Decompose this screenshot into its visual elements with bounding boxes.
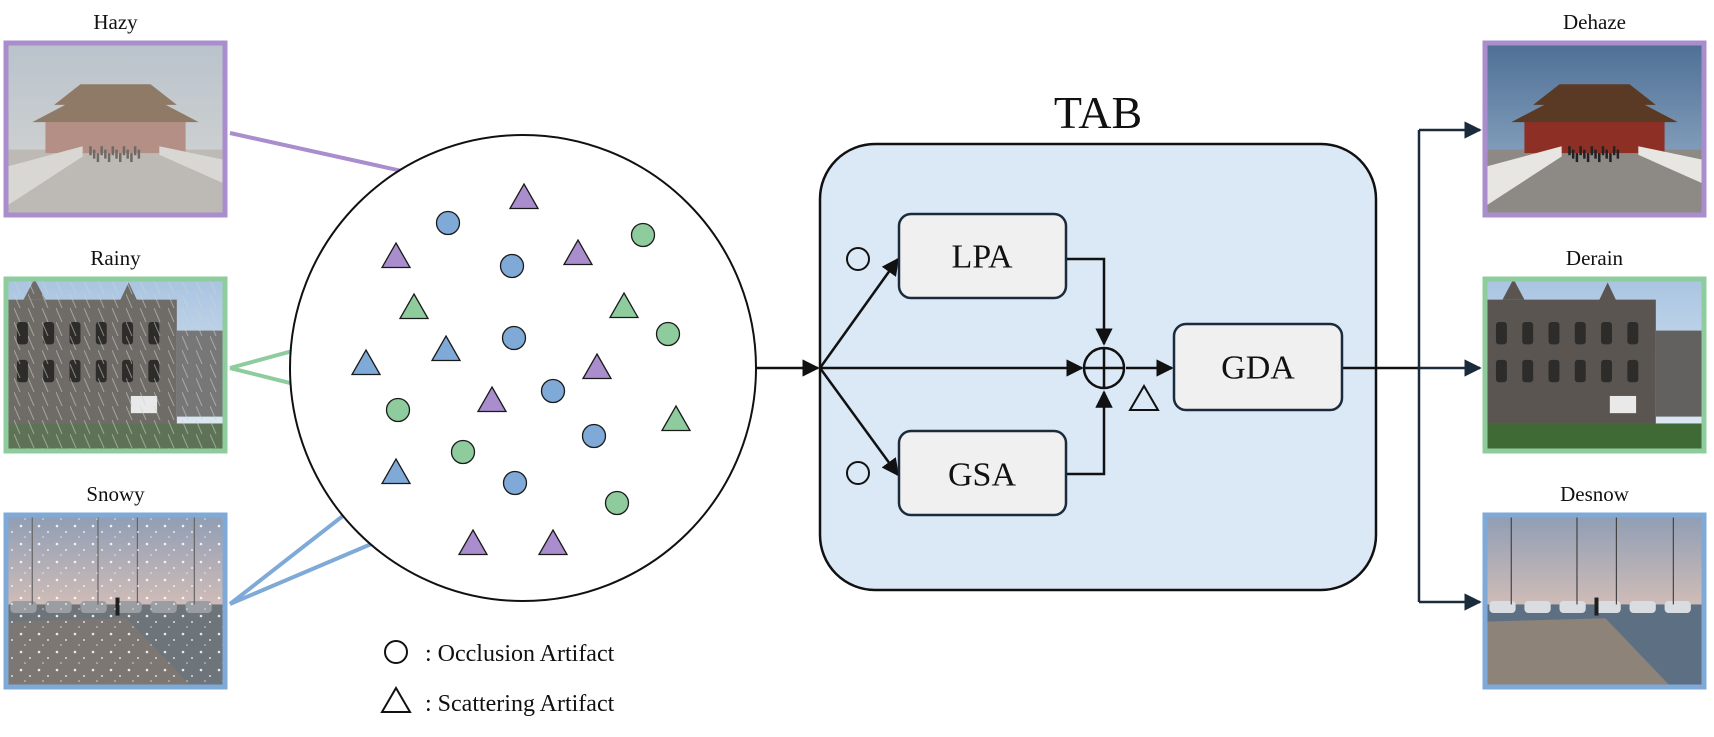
output-desnow-image xyxy=(1485,515,1704,687)
gda-module: GDA xyxy=(1172,322,1344,412)
gda-scattering-marker xyxy=(1128,384,1160,411)
occlusion-artifact-green-18 xyxy=(450,439,476,465)
scattering-artifact-purple-12 xyxy=(581,352,613,380)
occlusion-artifact-green-15 xyxy=(385,397,411,423)
input-hazy-frame xyxy=(3,40,228,218)
occlusion-artifact-blue-1 xyxy=(435,210,461,236)
occlusion-artifact-blue-17 xyxy=(581,423,607,449)
add-node xyxy=(1082,346,1126,390)
occlusion-artifact-green-5 xyxy=(630,222,656,248)
lpa-module: LPA xyxy=(897,212,1068,300)
scattering-artifact-blue-19 xyxy=(380,457,412,485)
output-desnow-frame xyxy=(1482,512,1707,690)
scattering-legend-icon xyxy=(380,686,412,713)
scattering-artifact-purple-2 xyxy=(380,241,412,269)
scattering-artifact-purple-22 xyxy=(457,528,489,556)
input-rainy-image-panel: Rainy xyxy=(3,246,228,454)
input-snowy-image xyxy=(6,515,225,687)
gda-label: GDA xyxy=(1221,350,1295,387)
output-split-arrows xyxy=(1417,121,1482,611)
input-hazy-image-panel: Hazy xyxy=(3,10,228,218)
output-dehaze-frame xyxy=(1482,40,1707,218)
output-dehaze-image xyxy=(1485,43,1704,215)
scattering-legend-text: : Scattering Artifact xyxy=(425,691,615,717)
artifact-symbols xyxy=(350,182,692,556)
legend: : Occlusion Artifact : Scattering Artifa… xyxy=(380,640,615,717)
scattering-artifact-green-16 xyxy=(660,404,692,432)
tab-title: TAB xyxy=(1054,87,1142,138)
output-desnow-image-panel: Desnow xyxy=(1482,482,1707,690)
input-hazy-image xyxy=(6,43,225,215)
input-hazy-label: Hazy xyxy=(93,10,138,34)
scattering-artifact-blue-10 xyxy=(430,334,462,362)
occlusion-artifact-blue-3 xyxy=(499,253,525,279)
input-rainy-label: Rainy xyxy=(90,246,141,270)
split-to-lpa-arrow xyxy=(818,257,900,369)
scattering-artifact-blue-9 xyxy=(350,348,382,376)
occlusion-artifact-green-21 xyxy=(604,490,630,516)
gsa-module: GSA xyxy=(897,429,1068,517)
scattering-artifact-green-8 xyxy=(608,291,640,319)
scattering-artifact-green-6 xyxy=(398,292,430,320)
lpa-occlusion-marker xyxy=(846,247,870,271)
occlusion-legend-icon xyxy=(384,640,408,664)
split-to-gsa-arrow xyxy=(818,367,900,477)
input-snowy-frame xyxy=(3,512,228,690)
input-rainy-image xyxy=(6,279,225,451)
output-dehaze-label: Dehaze xyxy=(1563,10,1626,34)
lpa-to-add-arrow xyxy=(1066,257,1113,346)
scattering-artifact-purple-14 xyxy=(476,385,508,413)
occlusion-artifact-green-7 xyxy=(655,321,681,347)
occlusion-artifact-blue-11 xyxy=(501,325,527,351)
flow-arrows xyxy=(756,257,1419,477)
scattering-artifact-purple-4 xyxy=(562,238,594,266)
gsa-occlusion-marker xyxy=(846,461,870,485)
occlusion-legend-text: : Occlusion Artifact xyxy=(425,641,615,667)
output-desnow-label: Desnow xyxy=(1560,482,1630,506)
occlusion-artifact-blue-13 xyxy=(540,378,566,404)
input-snowy-label: Snowy xyxy=(86,482,145,506)
output-derain-frame xyxy=(1482,276,1707,454)
occlusion-artifact-blue-20 xyxy=(502,470,528,496)
output-derain-label: Derain xyxy=(1566,246,1624,270)
lpa-label: LPA xyxy=(951,239,1013,276)
gsa-to-add-arrow xyxy=(1066,390,1113,476)
output-derain-image-panel: Derain xyxy=(1482,246,1707,454)
gsa-label: GSA xyxy=(948,457,1016,494)
output-dehaze-image-panel: Dehaze xyxy=(1482,10,1707,218)
scattering-artifact-purple-23 xyxy=(537,528,569,556)
output-derain-image xyxy=(1485,279,1704,451)
input-rainy-frame xyxy=(3,276,228,454)
scattering-artifact-purple-0 xyxy=(508,182,540,210)
input-snowy-image-panel: Snowy xyxy=(3,482,228,690)
